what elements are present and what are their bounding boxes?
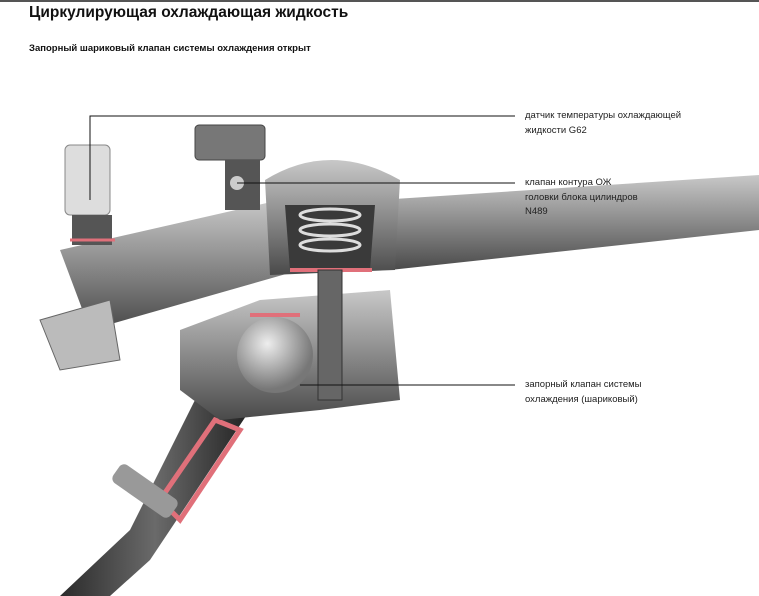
top-border	[0, 0, 759, 2]
callout-ball-valve: запорный клапан системы охлаждения (шари…	[525, 378, 641, 407]
callout-line: N489	[525, 206, 548, 217]
hose-clamp	[112, 464, 178, 518]
page-subtitle: Запорный шариковый клапан системы охлажд…	[29, 43, 311, 54]
callout-line: клапан контура ОЖ	[525, 177, 612, 188]
page-title: Циркулирующая охлаждающая жидкость	[29, 4, 349, 21]
temperature-sensor-g62	[64, 144, 111, 216]
callout-g62: датчик температуры охлаждающей жидкости …	[525, 109, 681, 138]
callout-line: датчик температуры охлаждающей	[525, 110, 682, 121]
ball-valve	[237, 317, 313, 393]
callout-n489: клапан контура ОЖ головки блока цилиндро…	[525, 176, 638, 220]
callout-line: головки блока цилиндров	[525, 191, 638, 203]
callout-line: охлаждения (шариковый)	[525, 393, 638, 405]
callout-line: жидкости G62	[525, 124, 587, 136]
leader-line-g62	[89, 115, 515, 200]
right-pipe	[380, 175, 759, 270]
housing-pipe	[60, 200, 300, 330]
callout-line: запорный клапан системы	[525, 379, 642, 390]
